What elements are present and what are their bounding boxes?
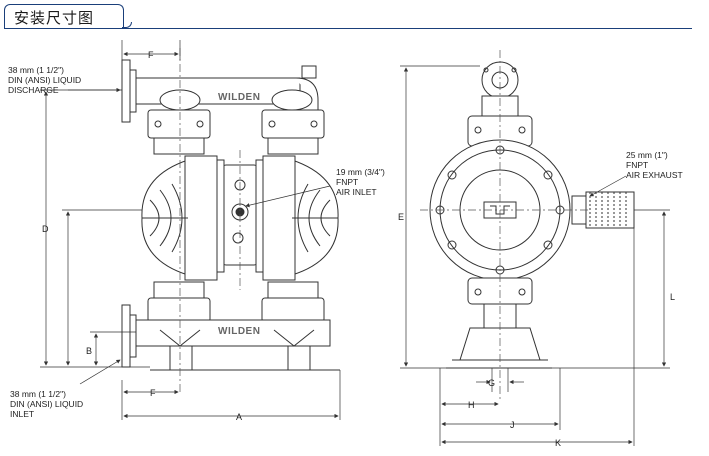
side-center-lines (420, 50, 590, 400)
center-block (213, 159, 267, 273)
air-exhaust-label-line2: FNPT (626, 160, 648, 170)
side-dimensions (400, 65, 670, 446)
inlet-label-line1: 38 mm (1 1/2") (10, 389, 66, 399)
lower-valve-housings (147, 281, 325, 323)
page-title: 安装尺寸图 (14, 9, 95, 27)
header-tab (4, 4, 124, 28)
base-feet (446, 327, 552, 369)
air-exhaust-label-line1: 25 mm (1") (626, 150, 668, 160)
upper-valve-housings (147, 109, 325, 155)
discharge-label-line2: DIN (ANSI) LIQUID (8, 75, 81, 85)
brand-bottom: WILDEN (218, 326, 260, 337)
inlet-label-line2: DIN (ANSI) LIQUID (10, 399, 83, 409)
dim-K: K (555, 438, 561, 448)
dim-D: D (42, 224, 49, 234)
air-inlet-label-line3: AIR INLET (336, 187, 377, 197)
dim-L: L (670, 292, 675, 302)
side-view (420, 50, 635, 400)
dim-F-top: F (148, 50, 154, 60)
front-dimensions (40, 40, 341, 420)
discharge-manifold (121, 59, 319, 123)
liquid-chambers (141, 155, 339, 281)
header-divider (4, 28, 692, 29)
dim-E: E (398, 212, 404, 222)
dim-H: H (468, 400, 475, 410)
inlet-label-line3: INLET (10, 409, 34, 419)
brand-top: WILDEN (218, 92, 260, 103)
dim-J: J (510, 420, 515, 430)
dim-G: G (488, 378, 495, 388)
dim-A: A (236, 412, 242, 422)
air-exhaust-label-line3: AIR EXHAUST (626, 170, 683, 180)
air-inlet-label-line2: FNPT (336, 177, 358, 187)
center-lines (179, 48, 241, 392)
front-view (121, 48, 340, 392)
dim-F-bottom: F (150, 388, 156, 398)
discharge-label-line3: DISCHARGE (8, 85, 59, 95)
dim-B: B (86, 346, 92, 356)
discharge-label-line1: 38 mm (1 1/2") (8, 65, 64, 75)
inlet-manifold (121, 304, 340, 371)
air-inlet-label-line1: 19 mm (3/4") (336, 167, 385, 177)
